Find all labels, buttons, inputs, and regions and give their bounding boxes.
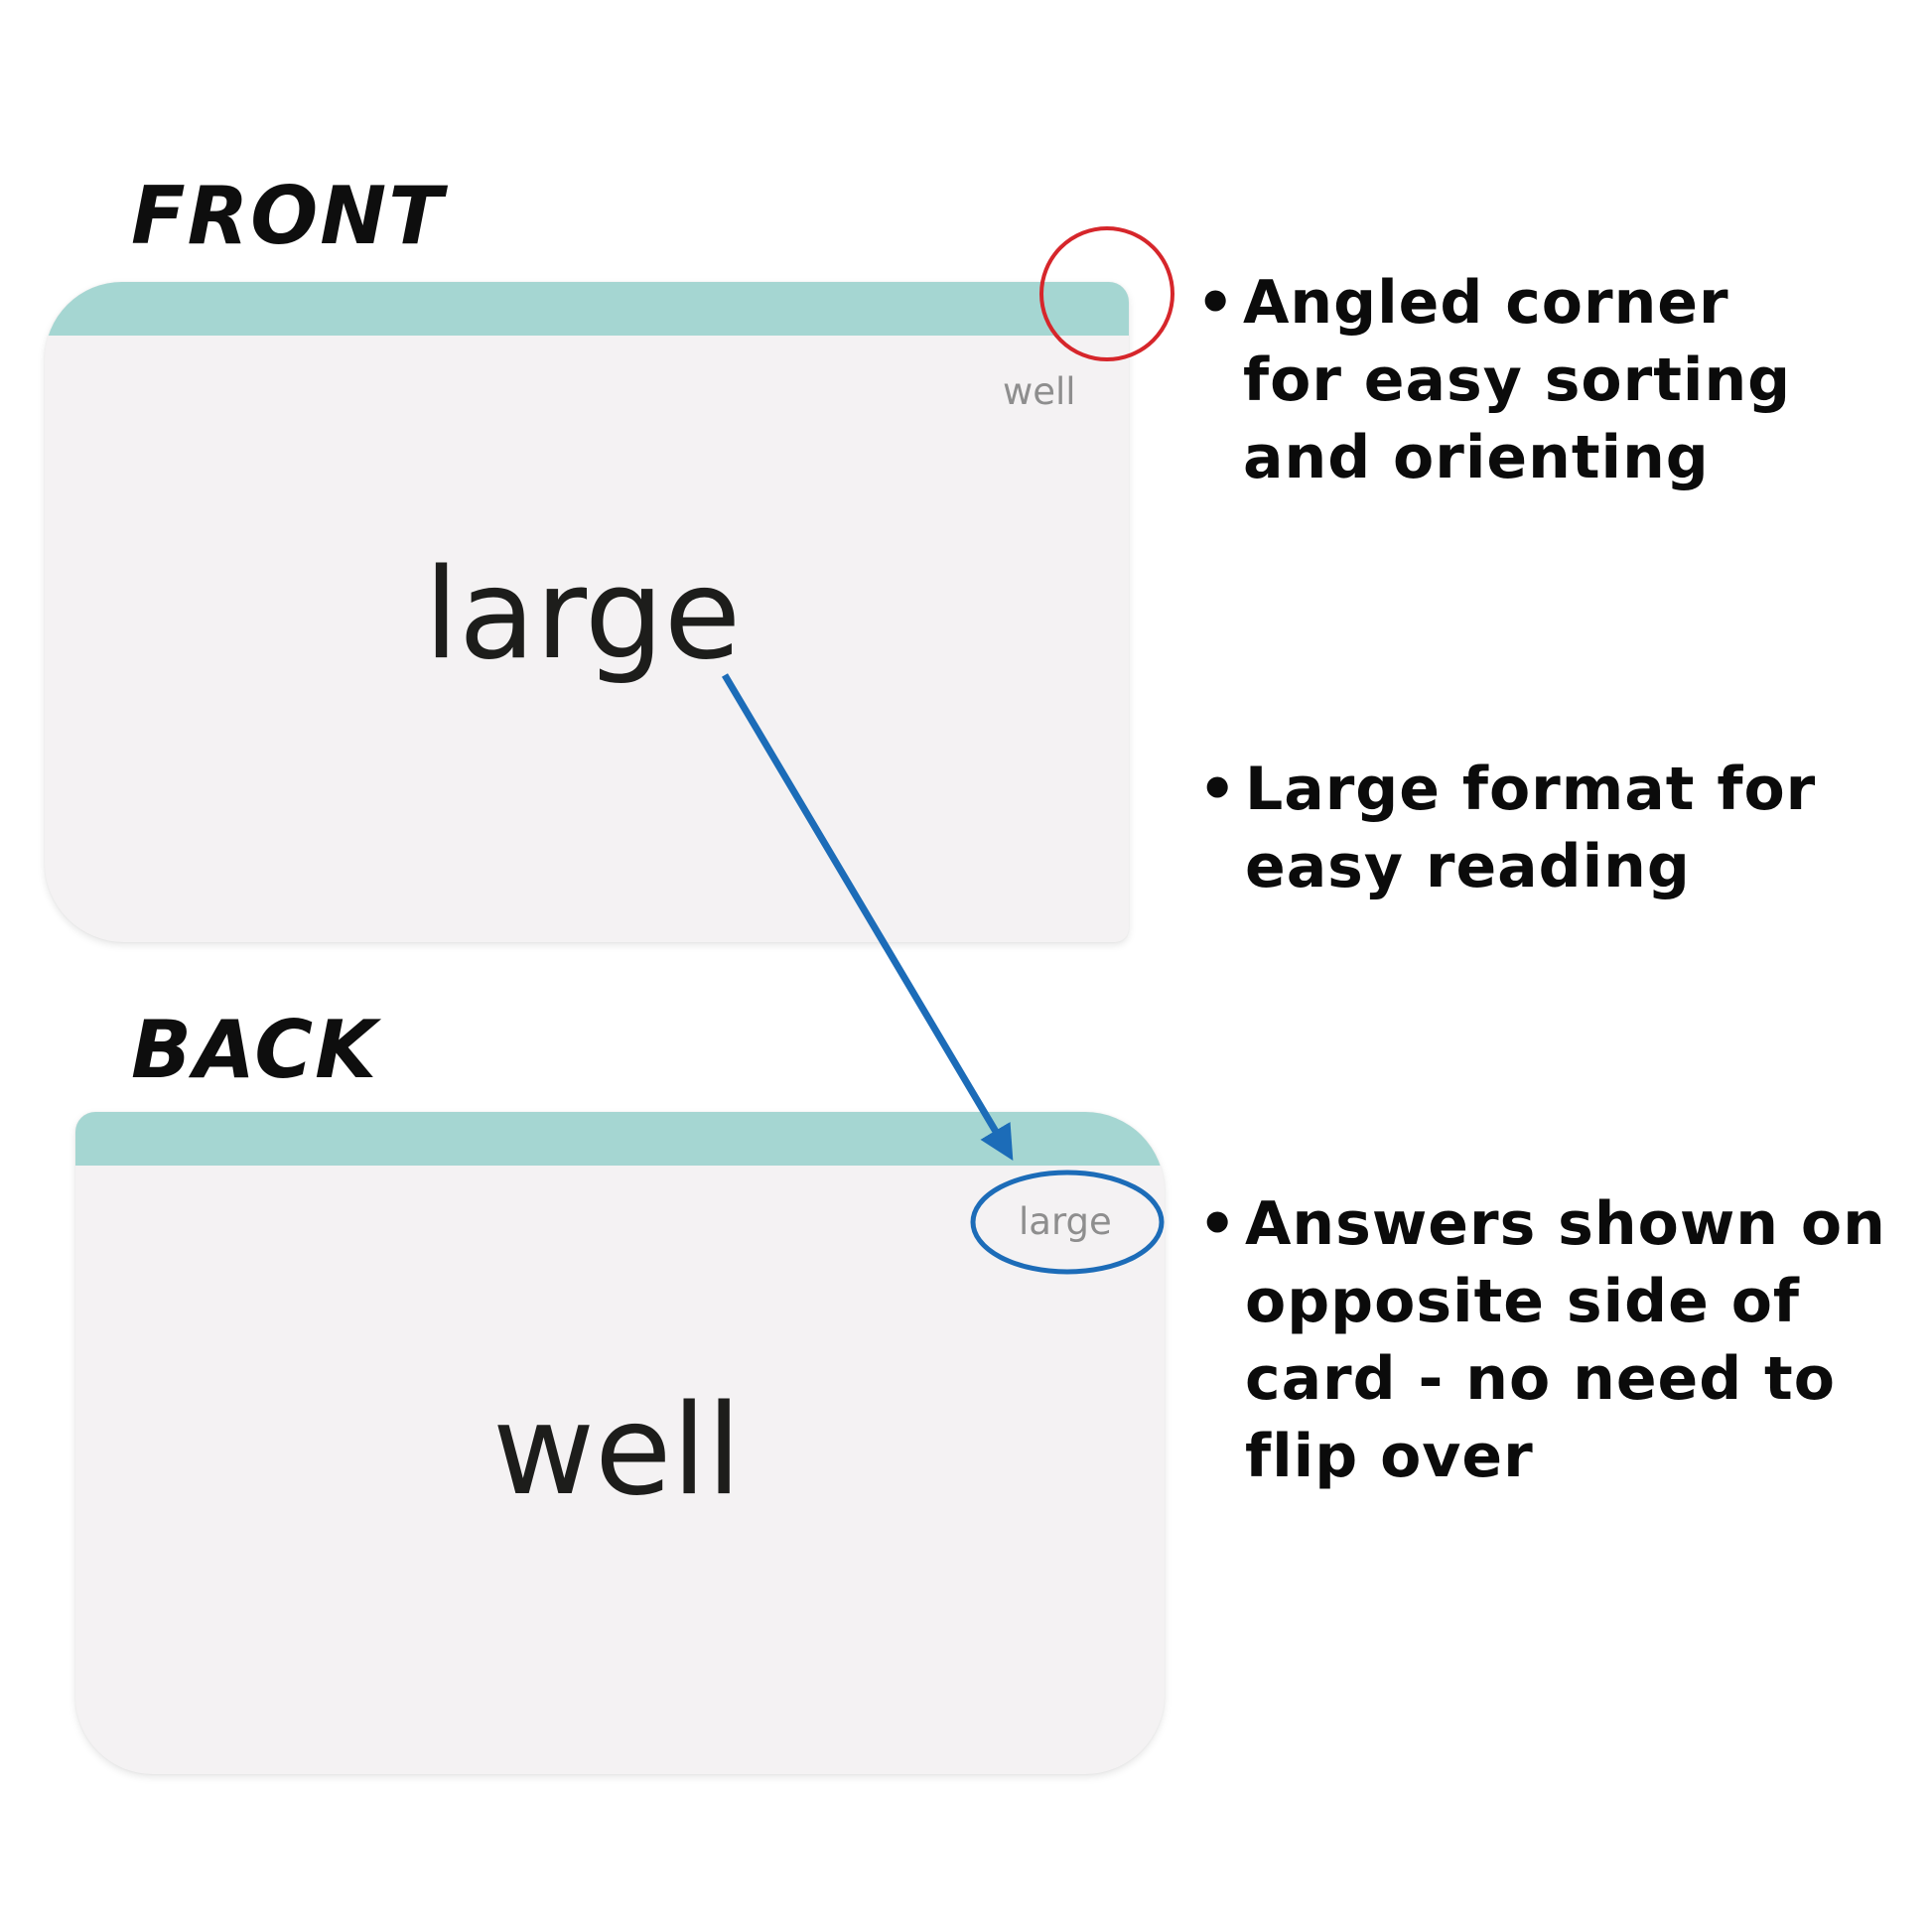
bullet-dot: •	[1196, 268, 1236, 338]
front-main-word: large	[424, 541, 742, 687]
back-main-word: well	[492, 1377, 742, 1523]
bullet-line: Angled corner	[1243, 268, 1729, 338]
front-card: well large	[45, 282, 1129, 942]
back-card: large well	[75, 1112, 1165, 1774]
back-corner-word: large	[1019, 1200, 1112, 1243]
bullet-line: for easy sorting	[1243, 345, 1792, 415]
bullet-angled-corner: • Angled corner for easy sorting and ori…	[1196, 264, 1792, 496]
bullet-dot: •	[1198, 1189, 1238, 1259]
front-heading: FRONT	[131, 170, 445, 262]
bullet-line: and orienting	[1243, 423, 1710, 492]
bullet-line: easy reading	[1245, 832, 1691, 901]
bullet-answers-shown: • Answers shown on opposite side of card…	[1198, 1185, 1886, 1495]
bullet-line: Large format for	[1245, 755, 1817, 824]
back-heading: BACK	[131, 1004, 379, 1096]
bullet-line: flip over	[1245, 1422, 1534, 1491]
bullet-line: card - no need to	[1245, 1344, 1836, 1414]
bullet-line: Answers shown on	[1245, 1189, 1886, 1259]
back-card-stripe	[75, 1112, 1165, 1166]
bullet-dot: •	[1198, 755, 1238, 824]
front-card-stripe	[45, 282, 1129, 336]
front-corner-word: well	[1003, 370, 1076, 413]
bullet-line: opposite side of	[1245, 1267, 1801, 1336]
bullet-large-format: • Large format for easy reading	[1198, 751, 1817, 905]
